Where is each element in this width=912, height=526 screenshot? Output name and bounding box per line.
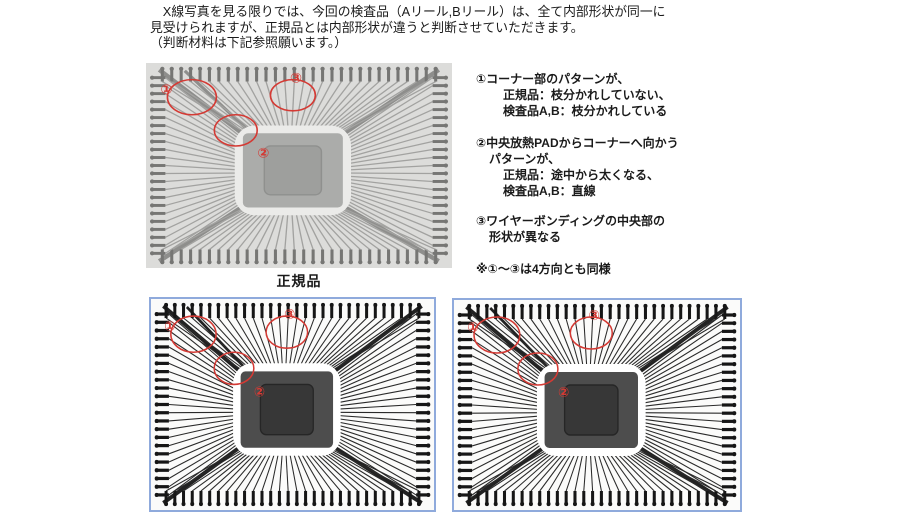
die: [563, 384, 619, 436]
lead-frame: [457, 303, 737, 507]
intro-paragraph: X線写真を見る限りでは、今回の検査品（Aリール,Bリール）は、全て内部形状が同一…: [150, 4, 750, 51]
annotation-circle-2: [517, 352, 559, 386]
note-3-head: ③ワイヤーボンディングの中央部の: [476, 214, 665, 228]
note-2-head: ②中央放熱PADからコーナーへ向かう: [476, 136, 679, 150]
intro-line: X線写真を見る限りでは、今回の検査品（Aリール,Bリール）は、全て内部形状が同一…: [150, 4, 666, 19]
note-1-genuine: 正規品：枝分かれしていない、: [503, 88, 671, 102]
note-2-genuine: 正規品：途中から太くなる、: [503, 168, 660, 182]
annotation-label-1: ①: [467, 320, 478, 336]
note-3-cont: 形状が異なる: [489, 230, 562, 244]
intro-line: （判断材料は下記参照願います。）: [150, 35, 348, 51]
annotation-overlay: ① ② ③: [164, 307, 309, 401]
annotation-label-2: ②: [558, 385, 569, 401]
note-1-sample: 検査品A,B：枝分かれしている: [503, 104, 668, 118]
annotation-overlay: ① ② ③: [467, 308, 614, 401]
note-2-sample: 検査品A,B：直線: [503, 184, 596, 198]
note-1-head: ①コーナー部のパターンが、: [476, 72, 630, 86]
die: [263, 145, 323, 196]
annotation-label-3: ③: [290, 71, 302, 87]
annotation-label-1: ①: [160, 83, 172, 99]
xray-image-genuine: ① ② ③: [146, 63, 452, 268]
intro-line: 見受けられますが、正規品とは内部形状が違うと判断させていただきます。: [150, 19, 584, 35]
xray-image-sample-b: ① ② ③: [454, 300, 740, 510]
figure-genuine-caption: 正規品: [276, 273, 322, 289]
figure-sample-a: ① ② ③: [149, 297, 436, 512]
note-2-cont: パターンが、: [489, 152, 561, 166]
annotation-label-3: ③: [284, 307, 295, 323]
annotation-circle-2: [213, 113, 258, 147]
figure-sample-b: ① ② ③: [452, 298, 742, 512]
annotation-label-1: ①: [164, 319, 175, 335]
findings-notes: ①コーナー部のパターンが、 正規品：枝分かれしていない、 検査品A,B：枝分かれ…: [476, 71, 732, 277]
annotation-circle-2: [213, 351, 255, 386]
annotation-circle-3: [269, 78, 317, 112]
annotation-circle-1: [170, 315, 217, 354]
xray-image-sample-a: ① ② ③: [151, 299, 434, 510]
die: [259, 383, 314, 436]
annotation-circle-3: [569, 316, 614, 350]
annotation-label-2: ②: [254, 384, 265, 400]
note-footer: ※①～③は4方向とも同様: [476, 262, 611, 276]
annotation-label-2: ②: [257, 146, 269, 162]
annotation-overlay: ① ② ③: [160, 71, 317, 162]
annotation-label-3: ③: [588, 308, 599, 324]
figure-genuine: ① ② ③: [146, 63, 452, 268]
lead-frame: [149, 66, 449, 265]
annotation-circle-1: [166, 78, 218, 116]
annotation-circle-3: [265, 315, 309, 350]
annotation-circle-1: [473, 316, 521, 354]
